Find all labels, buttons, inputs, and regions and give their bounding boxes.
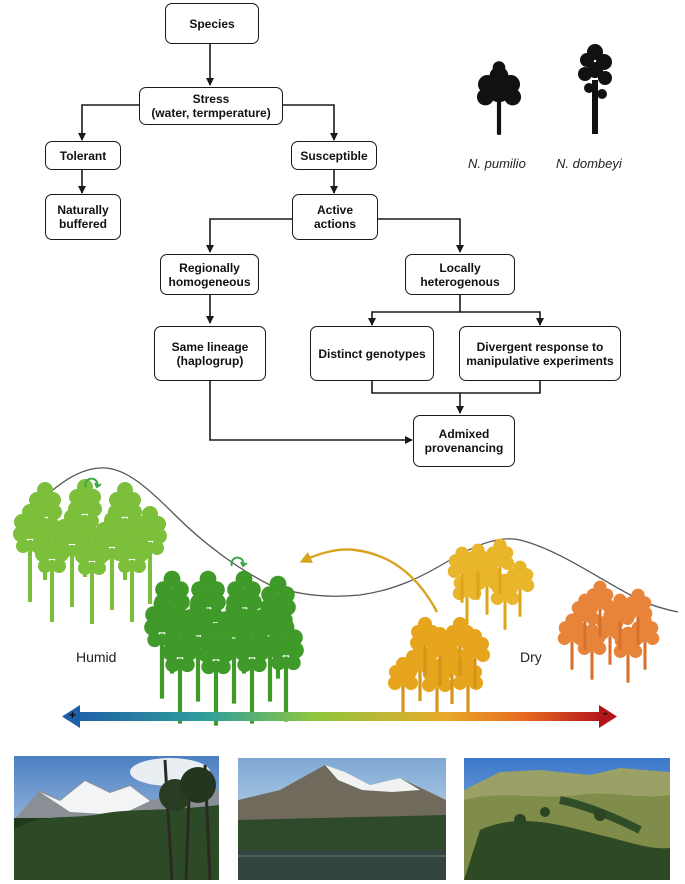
humid-label: Humid (76, 649, 117, 665)
susceptible-node: Susceptible (291, 141, 377, 170)
assisted-migration-arrow (299, 548, 439, 613)
same-lineage-label-1: Same lineage (171, 339, 249, 354)
wet-end-plus-sign: + (69, 708, 77, 722)
divergent-label-1: Divergent response to (476, 339, 604, 354)
regeneration-cycle-icon-2 (230, 556, 248, 568)
active-actions-label-2: actions (313, 217, 356, 231)
regionally-label-2: homogeneous (168, 274, 251, 289)
distinct-genotypes-node: Distinct genotypes (310, 326, 434, 381)
flowchart-connectors (78, 44, 544, 444)
stress-label: Stress (192, 92, 230, 106)
dry-forest-yellow-front (388, 617, 490, 718)
admixed-label-2: provenancing (424, 441, 504, 455)
climate-gradient-bar (62, 705, 617, 728)
humid-forest-front (144, 570, 304, 726)
terrain-profile-line (14, 467, 679, 613)
divergent-response-node: Divergent response to manipulative exper… (459, 326, 621, 381)
dry-label: Dry (520, 649, 542, 665)
n-pumilio-tree-icon (476, 61, 522, 135)
locally-heterogenous-node: Locally heterogenous (405, 254, 515, 295)
n-dombeyi-label: N. dombeyi (556, 156, 622, 171)
species-node: Species (165, 3, 259, 44)
stress-detail-label: (water, termperature) (151, 106, 271, 120)
dry-hillside-photo (464, 758, 670, 880)
n-dombeyi-tree-icon (578, 44, 612, 134)
tree-icon (268, 618, 304, 722)
mid-lake-photo (238, 758, 446, 880)
active-actions-node: Active actions (292, 194, 378, 240)
humid-forest-back (13, 479, 167, 624)
regionally-label-1: Regionally (179, 260, 240, 275)
regionally-homogeneous-node: Regionally homogeneous (160, 254, 259, 295)
tolerant-label: Tolerant (59, 148, 107, 163)
locally-label-1: Locally (439, 260, 481, 275)
dry-end-minus-sign: - (603, 705, 608, 720)
distinct-genotypes-label: Distinct genotypes (318, 346, 426, 361)
humid-forest-photo (14, 756, 219, 881)
same-lineage-label-2: (haplogrup) (176, 353, 244, 368)
naturally-buffered-label-2: buffered (59, 217, 107, 231)
naturally-buffered-node: Naturally buffered (45, 194, 121, 240)
same-lineage-node: Same lineage (haplogrup) (154, 326, 266, 381)
divergent-label-2: manipulative experiments (466, 353, 614, 368)
naturally-buffered-label-1: Naturally (57, 203, 109, 217)
species-label: Species (189, 16, 235, 31)
dry-forest-orange (557, 580, 660, 683)
admixed-label-1: Admixed (438, 427, 490, 441)
susceptible-label: Susceptible (300, 148, 368, 163)
active-actions-label-1: Active (316, 203, 354, 217)
regeneration-cycle-icon (84, 477, 102, 489)
n-pumilio-label: N. pumilio (468, 156, 526, 171)
locally-label-2: heterogenous (420, 274, 500, 289)
tolerant-node: Tolerant (45, 141, 121, 170)
stress-node: Stress (water, termperature) (139, 87, 283, 125)
admixed-provenancing-node: Admixed provenancing (413, 415, 515, 467)
tree-icon (630, 613, 660, 670)
dry-forest-yellow-hill (447, 538, 535, 630)
